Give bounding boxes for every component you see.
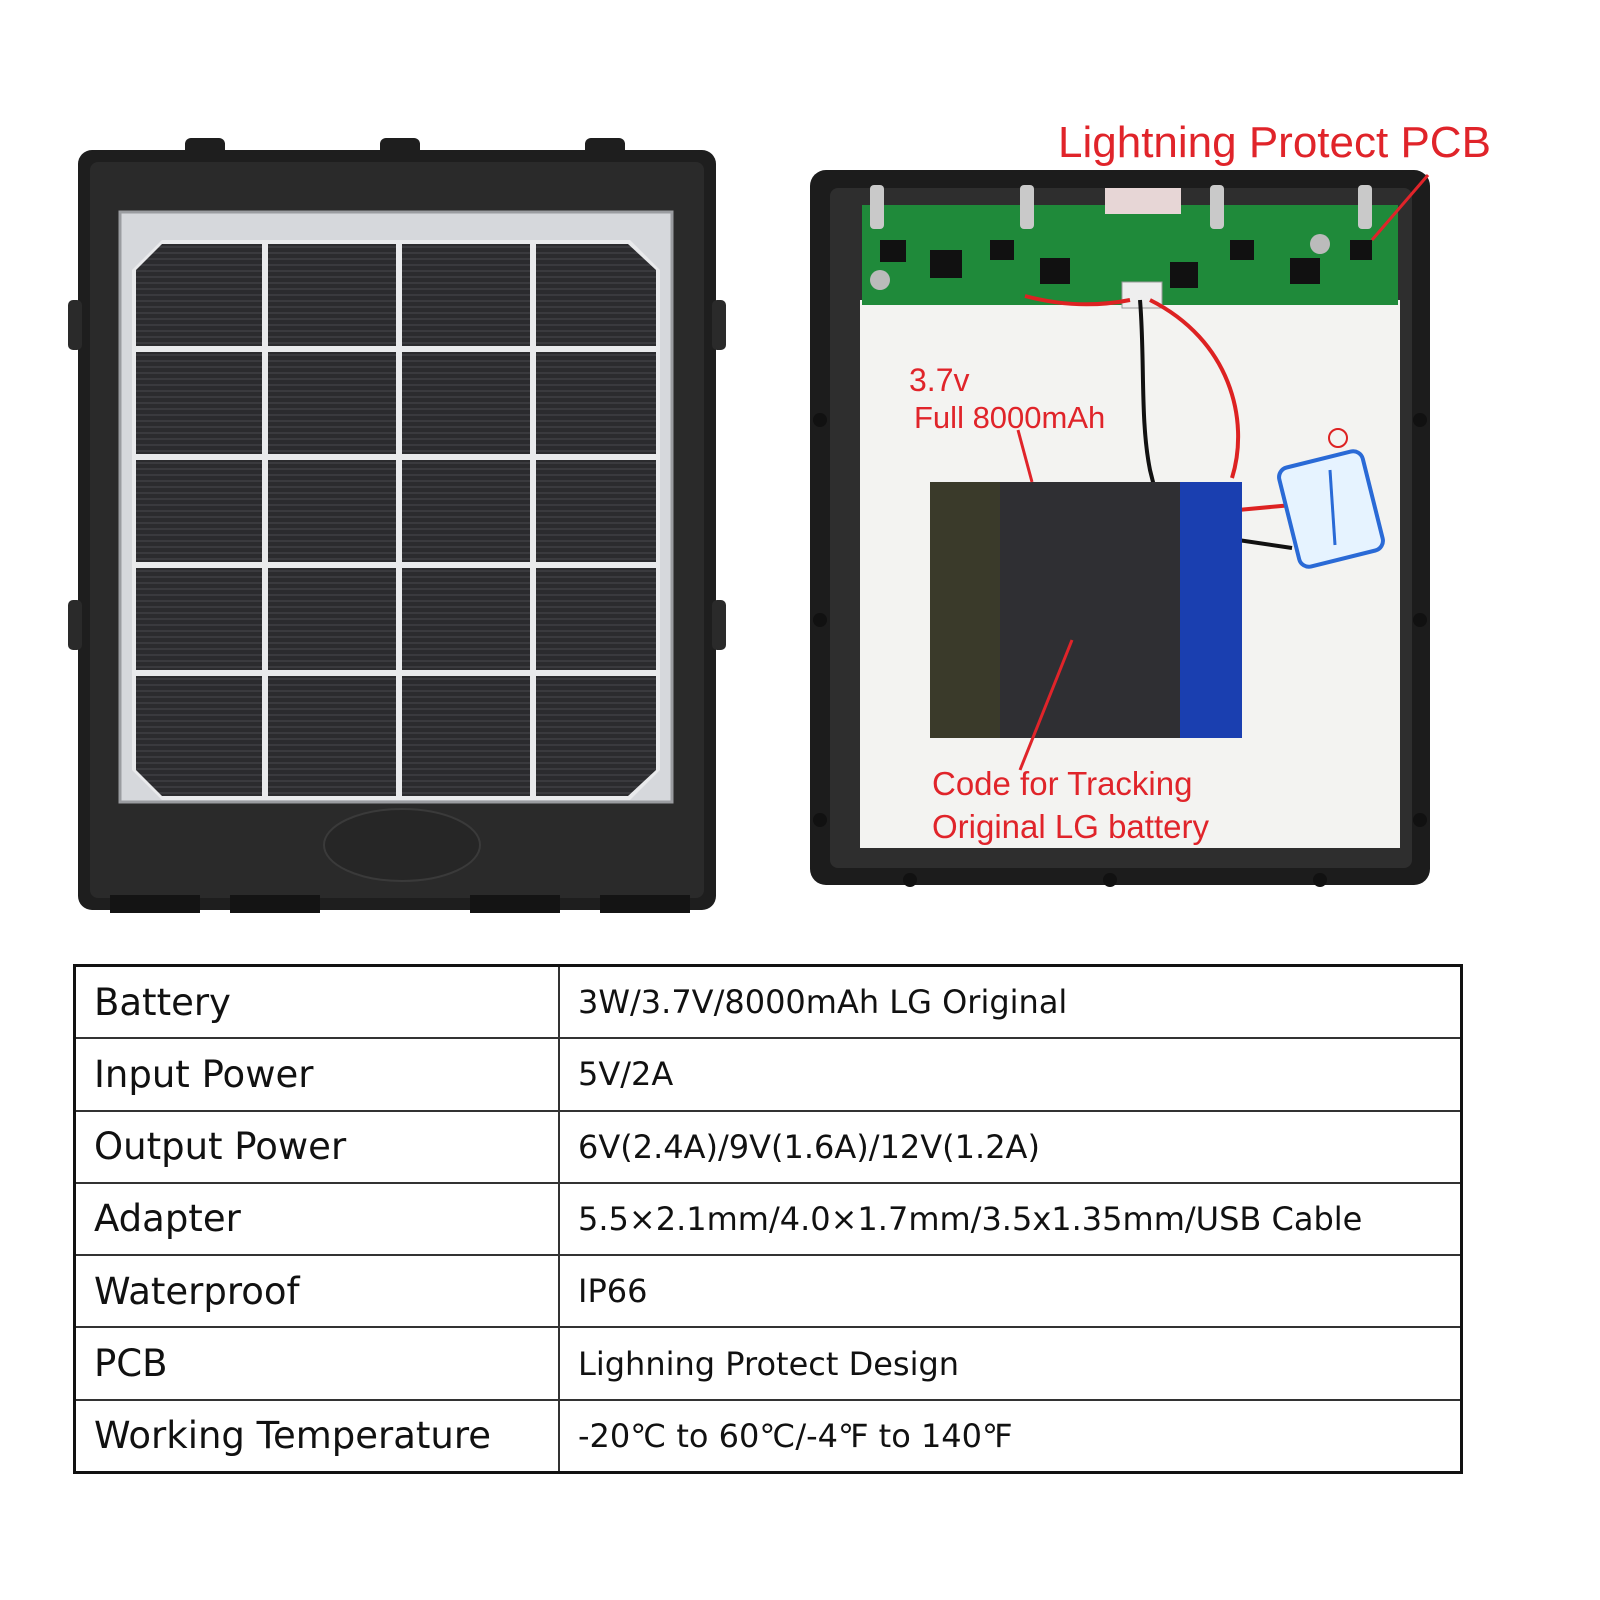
spec-value: 6V(2.4A)/9V(1.6A)/12V(1.2A) [559,1109,1462,1184]
capacity-callout: Full 8000mAh [914,400,1106,435]
spec-label: Waterproof [74,1254,560,1329]
table-row: Output Power 6V(2.4A)/9V(1.6A)/12V(1.2A) [74,1109,1462,1184]
table-row: Working Temperature -20℃ to 60℃/-4℉ to 1… [74,1398,1462,1474]
spec-value: 5V/2A [559,1037,1462,1112]
solar-panel-front [68,138,726,913]
table-row: Waterproof IP66 [74,1254,1462,1329]
spec-label: Adapter [74,1181,560,1257]
solar-panel-interior [810,170,1430,887]
spec-label: Battery [74,964,560,1040]
table-row: PCB Lighning Protect Design [74,1326,1462,1401]
pcb-callout: Lightning Protect PCB [1058,118,1491,167]
spec-value: -20℃ to 60℃/-4℉ to 140℉ [559,1398,1462,1474]
spec-value: 3W/3.7V/8000mAh LG Original [559,964,1462,1040]
spec-value: 5.5×2.1mm/4.0×1.7mm/3.5x1.35mm/USB Cable [559,1181,1462,1257]
table-row: Battery 3W/3.7V/8000mAh LG Original [74,964,1462,1040]
spec-table: Battery 3W/3.7V/8000mAh LG Original Inpu… [73,964,1463,1474]
spec-value: IP66 [559,1254,1462,1329]
voltage-callout: 3.7v [909,362,970,398]
spec-label: Input Power [74,1037,560,1112]
tracking-code-callout: Code for Tracking [932,765,1193,802]
spec-label: Working Temperature [74,1398,560,1474]
table-row: Adapter 5.5×2.1mm/4.0×1.7mm/3.5x1.35mm/U… [74,1181,1462,1257]
spec-label: Output Power [74,1109,560,1184]
table-row: Input Power 5V/2A [74,1037,1462,1112]
original-battery-callout: Original LG battery [932,808,1209,845]
spec-label: PCB [74,1326,560,1401]
spec-value: Lighning Protect Design [559,1326,1462,1401]
